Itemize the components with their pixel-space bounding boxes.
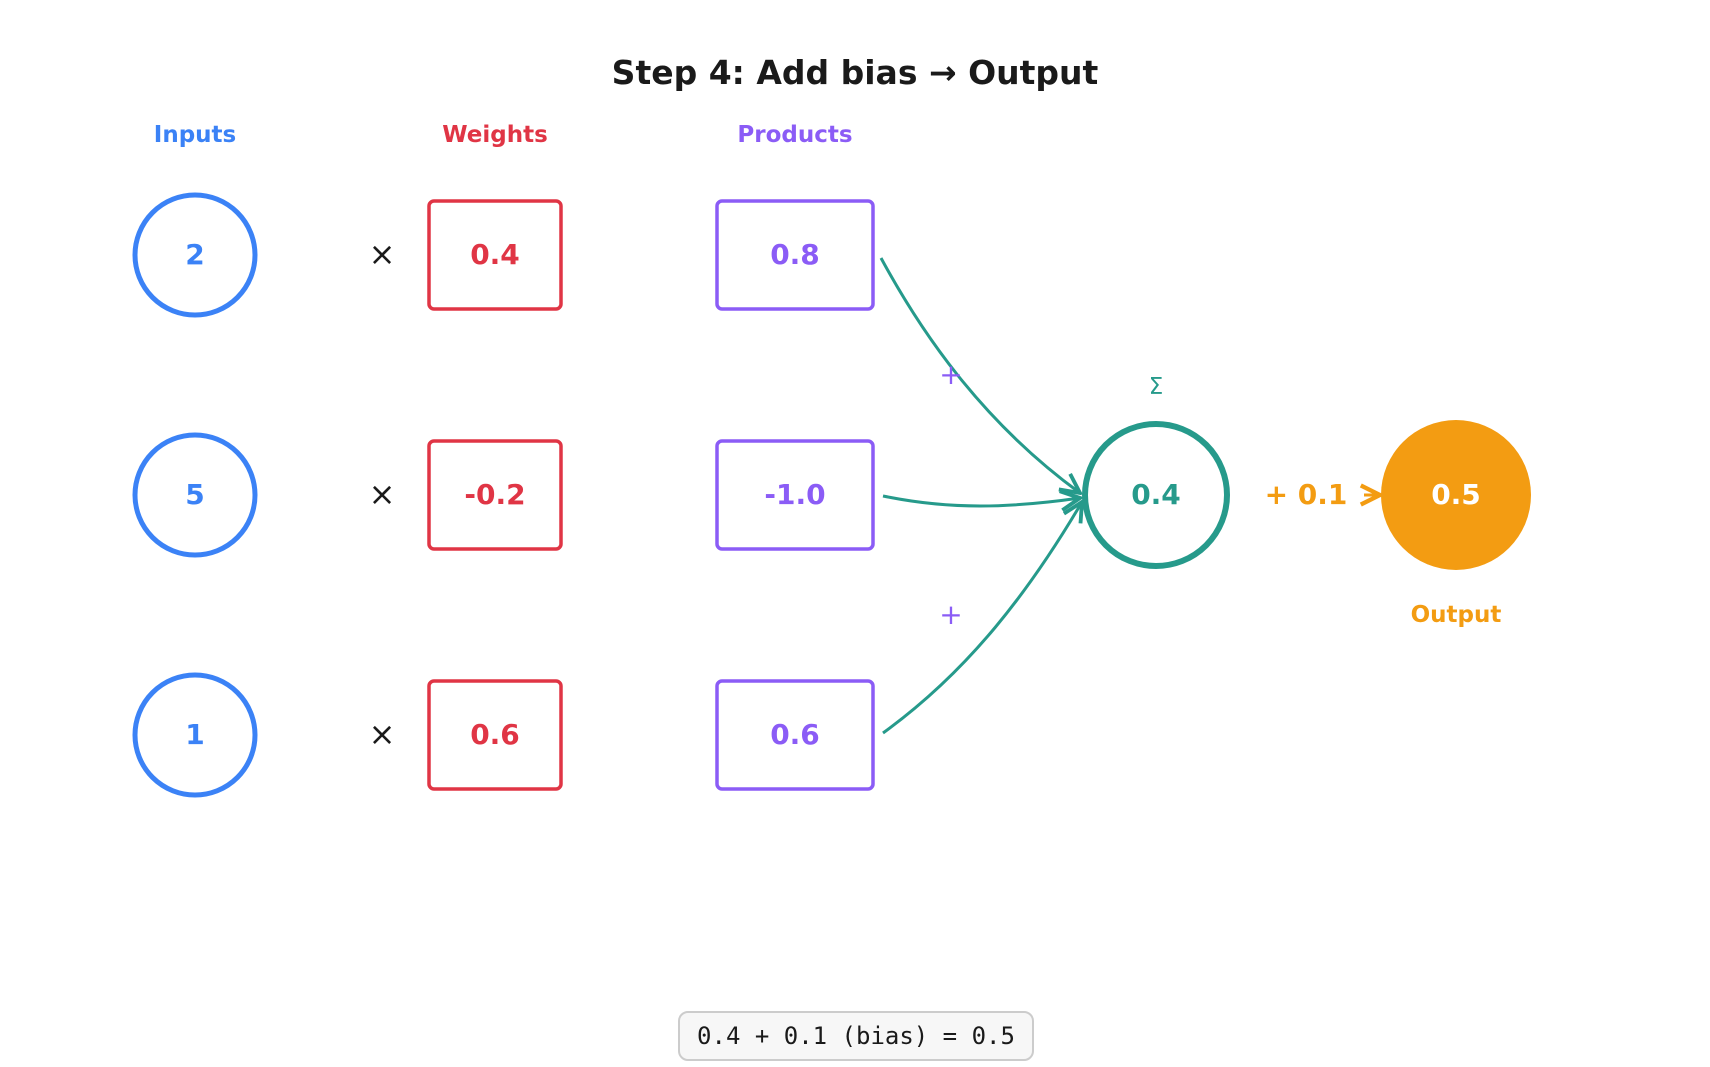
input-value-1: 2 (185, 238, 204, 271)
row-1: 2 × 0.4 0.8 (132, 192, 875, 318)
weight-value-2: -0.2 (464, 478, 525, 511)
sum-node (1082, 421, 1230, 569)
equation-box (678, 1011, 1034, 1061)
sigma-label: Σ (1149, 374, 1164, 400)
input-node-1 (132, 192, 258, 318)
multiply-sign-3: × (369, 715, 396, 753)
output-label: Output (1411, 602, 1502, 628)
equation-text: 0.4 + 0.1 (bias) = 0.5 (697, 1022, 1015, 1050)
input-value-2: 5 (185, 478, 204, 511)
page-title: Step 4: Add bias → Output (612, 53, 1099, 92)
input-node-3 (132, 672, 258, 798)
row-2: 5 × -0.2 -1.0 (132, 432, 875, 558)
output-node (1381, 420, 1531, 570)
multiply-sign-1: × (369, 235, 396, 273)
weight-box-1 (427, 199, 563, 311)
bias-label: + 0.1 (1265, 478, 1348, 511)
weight-value-3: 0.6 (470, 718, 520, 751)
product-value-1: 0.8 (770, 238, 820, 271)
product-value-3: 0.6 (770, 718, 820, 751)
input-node-2 (132, 432, 258, 558)
product-box-2 (715, 439, 875, 551)
inputs-header: Inputs (154, 122, 236, 148)
product-value-2: -1.0 (764, 478, 825, 511)
input-value-3: 1 (185, 718, 204, 751)
weight-box-3 (427, 679, 563, 791)
weights-header: Weights (442, 122, 548, 148)
plus-sign-1: + (939, 358, 962, 391)
multiply-sign-2: × (369, 475, 396, 513)
plus-sign-2: + (939, 598, 962, 631)
row-3: 1 × 0.6 0.6 (132, 672, 875, 798)
sum-value: 0.4 (1131, 478, 1181, 511)
weight-value-1: 0.4 (470, 238, 520, 271)
product-box-3 (715, 679, 875, 791)
output-value: 0.5 (1431, 478, 1481, 511)
connector-arrow-2 (882, 496, 1080, 506)
connector-arrow-1 (879, 257, 1080, 493)
connector-arrow-3 (882, 502, 1082, 735)
products-header: Products (737, 122, 852, 148)
product-box-1 (715, 199, 875, 311)
weight-box-2 (427, 439, 563, 551)
